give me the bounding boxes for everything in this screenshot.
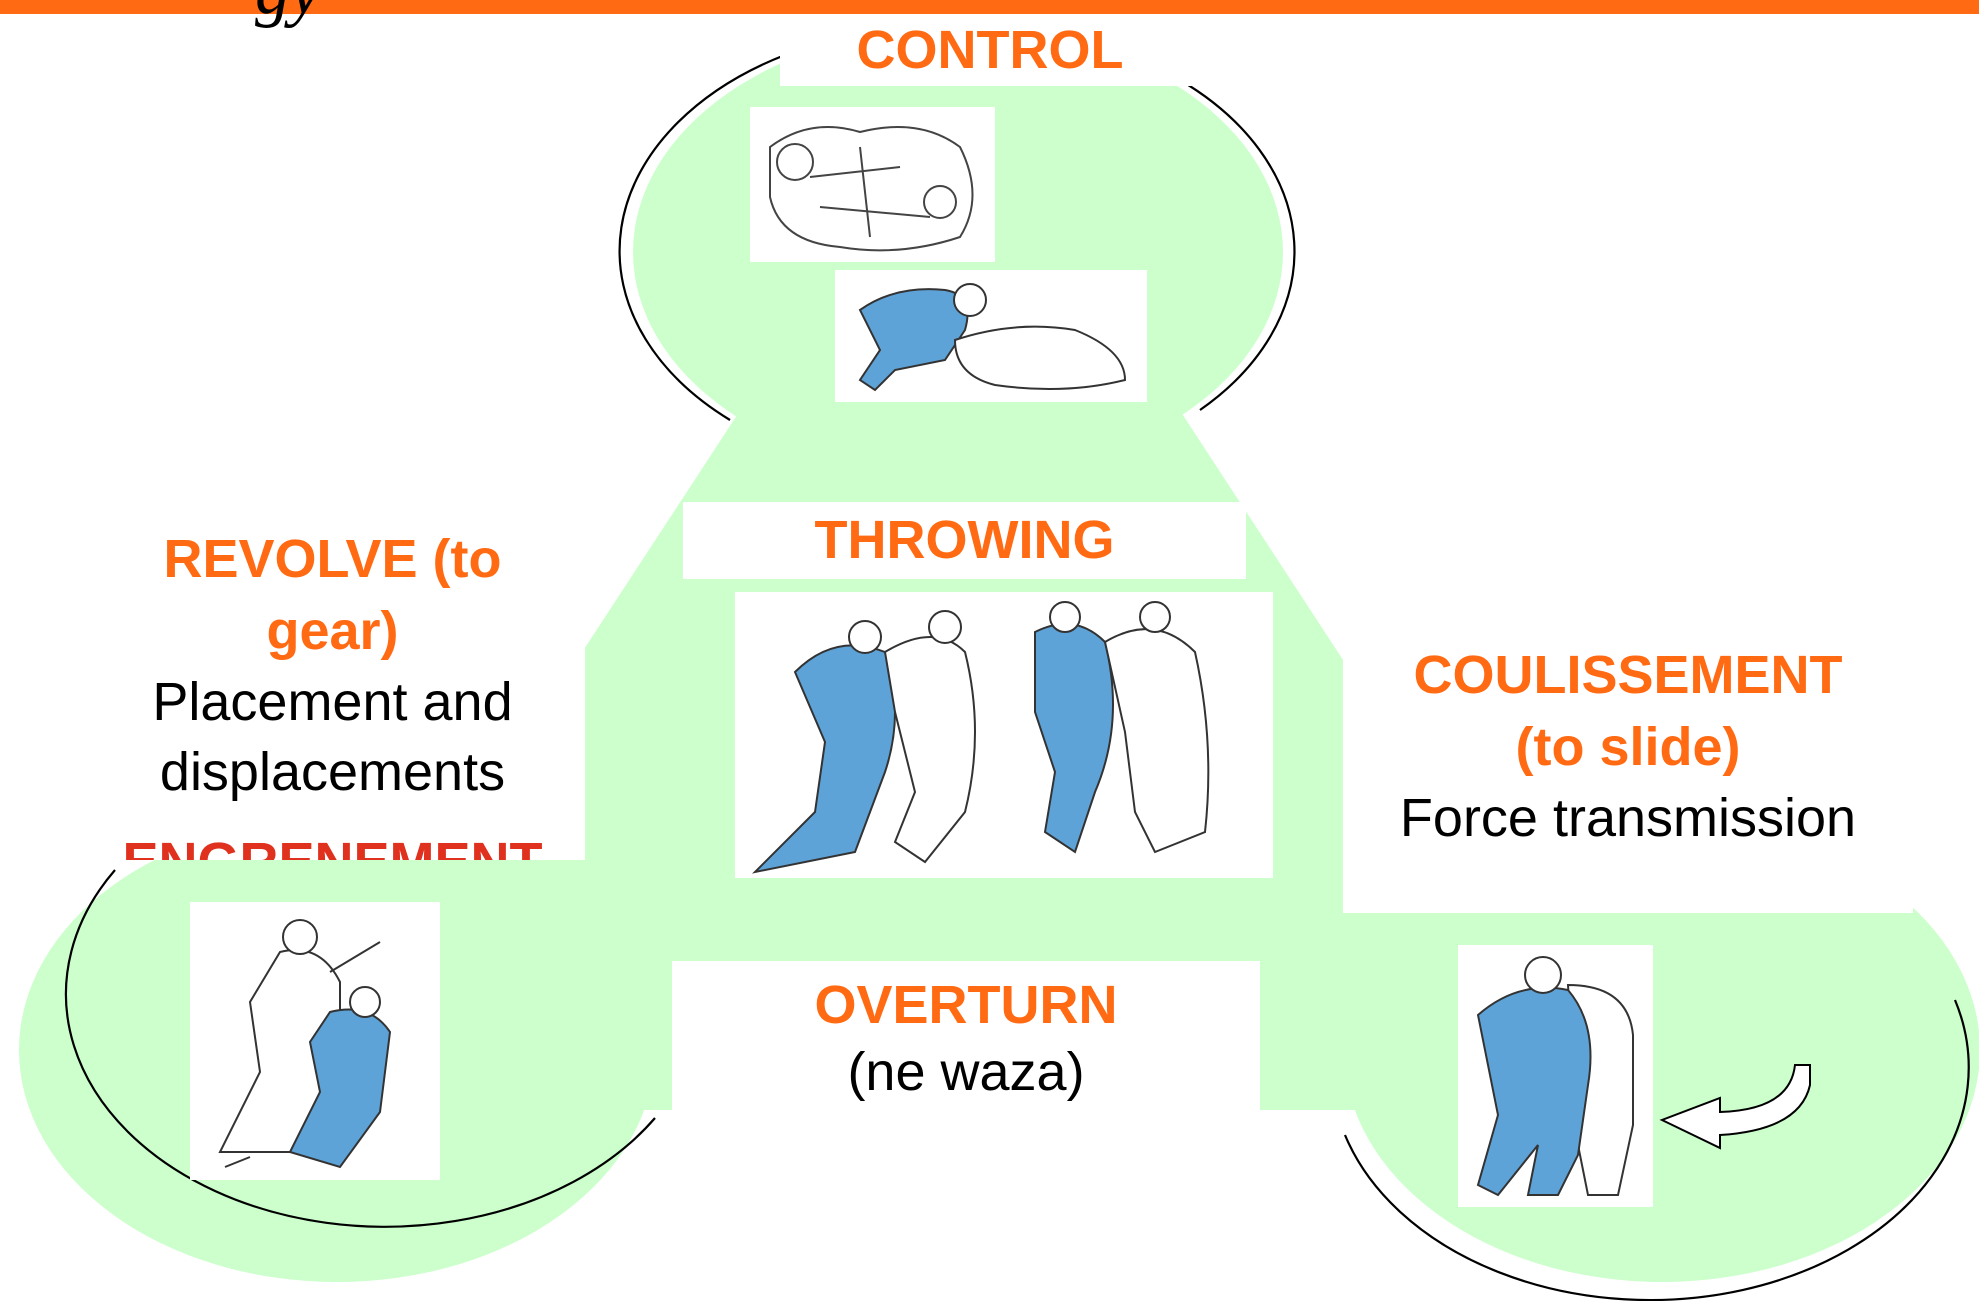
revolve-clipped-text: ENGRENEMENT [80, 835, 585, 860]
revolve-label-box: REVOLVE (to gear) Placement and displace… [80, 510, 585, 860]
top-accent-bar [0, 0, 1979, 14]
judo-slide-sketch-icon [1476, 956, 1634, 1197]
throwing-label-box: THROWING [683, 502, 1246, 579]
coulissement-label-box: COULISSEMENT (to slide) Force transmissi… [1343, 630, 1913, 913]
judo-gear-sketch-icon [218, 919, 392, 1169]
control-title: CONTROL [856, 20, 1124, 80]
coulissement-title-line1: COULISSEMENT [1413, 645, 1843, 705]
slide-title-fragment: gy [255, 0, 321, 26]
throwing-title: THROWING [814, 510, 1115, 570]
judo-control-sketch-icon [769, 126, 974, 252]
judo-pin-sketch-icon [858, 283, 1127, 392]
revolve-title-line1: REVOLVE (to [163, 529, 502, 589]
overturn-title: OVERTURN [814, 975, 1118, 1035]
coulissement-title-line2: (to slide) [1515, 717, 1741, 777]
control-picture-1 [750, 107, 995, 262]
revolve-desc-line2: displacements [159, 742, 506, 802]
curved-arrow-icon [1659, 1064, 1811, 1150]
coulissement-picture [1458, 945, 1653, 1207]
judo-throw-sketch-icon [751, 601, 1210, 874]
revolve-title-line2: gear) [266, 601, 399, 661]
overturn-label-box: OVERTURN (ne waza) [672, 961, 1260, 1147]
coulissement-desc: Force transmission [1399, 788, 1857, 848]
overturn-subtitle: (ne waza) [847, 1042, 1085, 1102]
revolve-picture [190, 902, 440, 1180]
control-label-box: CONTROL [780, 14, 1200, 86]
control-picture-2 [835, 270, 1147, 402]
throwing-picture [735, 592, 1273, 878]
revolve-desc-line1: Placement and [152, 672, 513, 732]
